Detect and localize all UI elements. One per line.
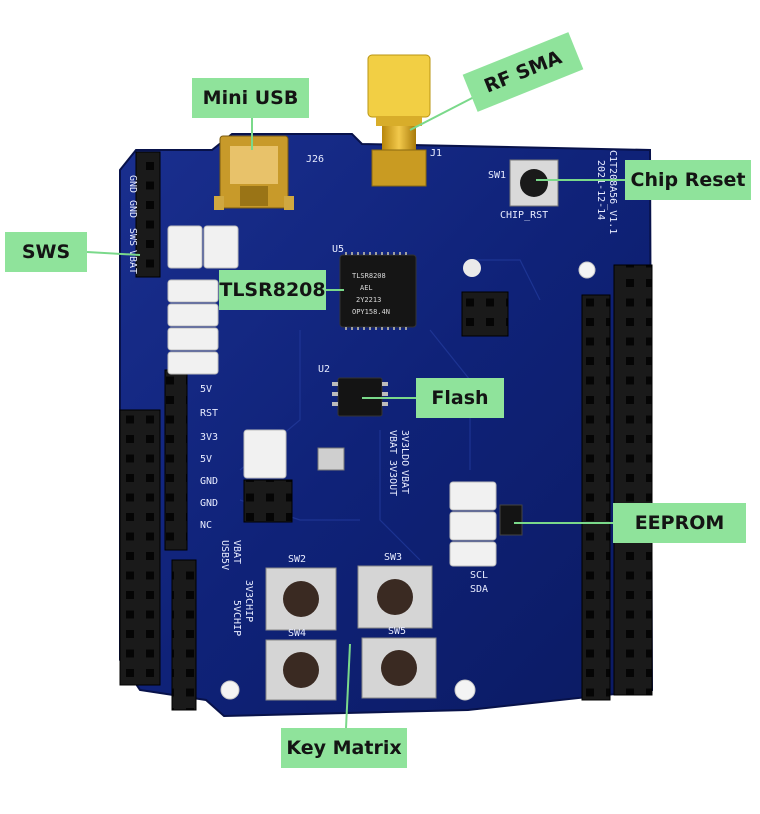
silk-sel-3v3chip: 3V3CHIP — [243, 580, 254, 622]
silk-pin-vbat: VBAT — [127, 250, 138, 274]
callout-key-matrix: Key Matrix — [281, 728, 407, 768]
callout-tlsr8208: TLSR8208 — [219, 270, 326, 310]
jumper-power — [243, 429, 287, 479]
silk-version: C1T208A56_V1.1 — [607, 150, 618, 234]
silk-bus-sda: SDA — [470, 584, 488, 595]
key-sw4 — [265, 639, 337, 701]
sws-header — [135, 151, 161, 278]
silk-key-sw2: SW2 — [288, 554, 306, 565]
silk-key-sw5: SW5 — [388, 626, 406, 637]
silk-ldo-vbat: VBAT — [399, 470, 410, 494]
left-header-inner — [164, 369, 188, 551]
jumper-j28b — [203, 225, 239, 269]
silk-reset-ref: SW1 — [488, 170, 506, 181]
mount-hole — [578, 261, 596, 279]
key-sw2 — [265, 567, 337, 631]
rf-sma-connector — [367, 54, 431, 187]
silk-pin-gnd-b: GND — [127, 200, 138, 218]
key-matrix — [265, 565, 437, 701]
silk-date: 2021-12-14 — [595, 160, 606, 220]
silk-pin-gnd: GND — [127, 175, 138, 193]
soc-marking-line-1: TLSR8208 — [352, 272, 386, 280]
silk-ldo-vbat-b: VBAT — [387, 430, 398, 454]
sensor-c3 — [463, 259, 481, 277]
right-header-outer — [613, 264, 653, 696]
silk-pwr-gnd-b: GND — [200, 498, 218, 509]
soc-marking-line-2: AEL — [360, 284, 373, 292]
silk-ldo-3v3ldo: 3V3LDO — [399, 430, 410, 466]
jumper-led — [167, 327, 219, 351]
silk-key-sw3: SW3 — [384, 552, 402, 563]
jumper-led — [167, 303, 219, 327]
silk-pwr-3v3: 3V3 — [200, 432, 218, 443]
j4-header — [461, 291, 509, 337]
jumper-i2c — [449, 541, 497, 567]
silk-pwr-nc: NC — [200, 520, 212, 531]
silk-pwr-5v: 5V — [200, 384, 212, 395]
leader-rf — [409, 94, 479, 131]
callout-flash: Flash — [416, 378, 504, 418]
leader-sws — [86, 251, 141, 256]
jumper-j28 — [167, 225, 203, 269]
silk-reset-name: CHIP_RST — [500, 210, 548, 221]
soc-marking-line-3: 2Y2213 — [356, 296, 381, 304]
silk-pwr-gnd: GND — [200, 476, 218, 487]
silk-sel-vbat: VBAT — [231, 540, 242, 564]
silk-usb-ref: J26 — [306, 154, 324, 165]
jumper-i2c — [449, 481, 497, 511]
pcb-board — [119, 133, 654, 718]
callout-chip-reset: Chip Reset — [625, 160, 751, 200]
silk-bus-scl: SCL — [470, 570, 488, 581]
mini-usb-connector — [214, 135, 294, 210]
mount-hole — [220, 680, 240, 700]
silk-pwr-5v-b: 5V — [200, 454, 212, 465]
mount-hole — [454, 679, 476, 701]
silk-sel-5vchip: 5VCHIP — [231, 600, 242, 636]
silk-flash-ref: U2 — [318, 364, 330, 375]
silk-key-sw4: SW4 — [288, 628, 306, 639]
j42-header — [243, 479, 293, 523]
reset-button — [509, 159, 559, 207]
silk-pwr-rst: RST — [200, 408, 218, 419]
silk-soc-ref: U5 — [332, 244, 344, 255]
callout-mini-usb: Mini USB — [192, 78, 309, 118]
leader-keys — [345, 643, 351, 729]
jumper-i2c — [449, 511, 497, 541]
silk-sel-usb5v: USB5V — [219, 540, 230, 570]
callout-eeprom: EEPROM — [613, 503, 746, 543]
eeprom-chip — [499, 504, 523, 536]
left-header — [119, 409, 161, 686]
j13-header — [171, 559, 197, 711]
key-sw3 — [357, 565, 433, 629]
silk-pin-sws: SWS — [127, 228, 138, 246]
callout-sws: SWS — [5, 232, 87, 272]
small-button — [317, 447, 345, 471]
soc-marking-line-4: OPY158.4N — [352, 308, 390, 316]
jumper-led — [167, 351, 219, 375]
key-sw5 — [361, 637, 437, 699]
silk-ldo-3v3out: 3V3OUT — [387, 460, 398, 496]
silk-sma-ref: J1 — [430, 148, 442, 159]
right-header-inner — [581, 294, 611, 701]
soc-chip — [339, 252, 417, 330]
jumper-led — [167, 279, 219, 303]
